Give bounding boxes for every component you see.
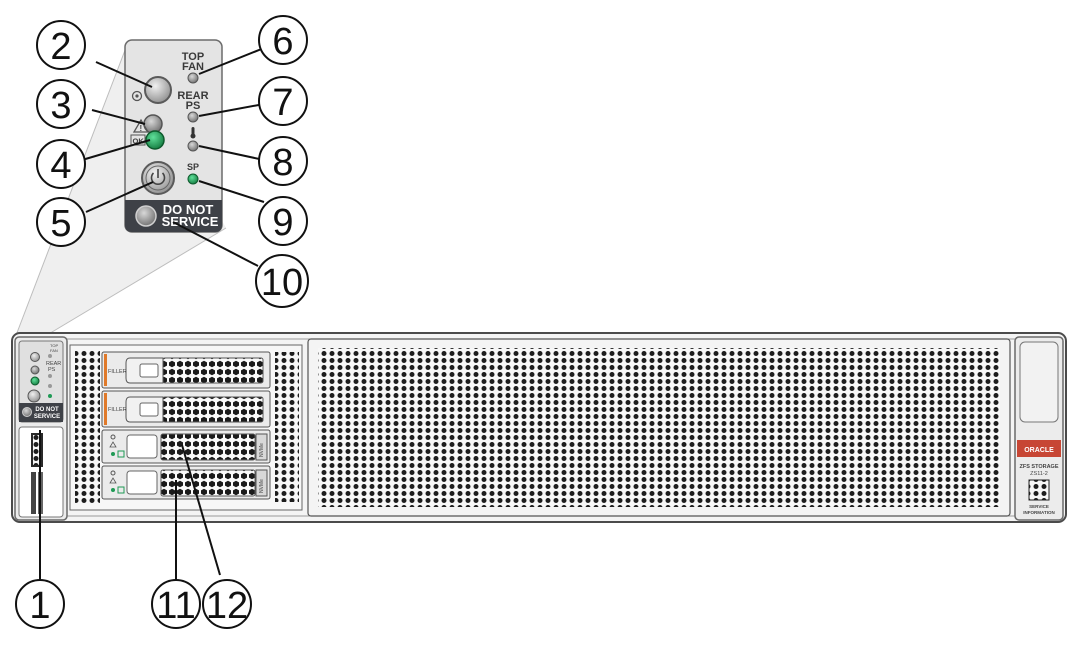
qr-code [1028,479,1050,501]
zoomed-status-panel: ! OK TOP FAN REAR PS SP DO NOT SERVICE [124,39,223,233]
rear-ps-led [187,111,199,123]
sp-label: SP [187,162,199,172]
callout-5: 5 [36,197,86,247]
svg-text:ORACLE: ORACLE [1024,447,1054,454]
callout-12: 12 [202,579,252,629]
svg-text:REAR: REAR [46,361,61,367]
svg-text:FAN: FAN [50,348,58,353]
svg-text:7: 7 [272,82,293,124]
svg-text:6: 6 [272,21,293,63]
svg-text:FILLER: FILLER [108,407,127,413]
svg-text:9: 9 [272,202,293,244]
temperature-led [187,140,199,152]
callout-1: 1 [15,579,65,629]
svg-text:SERVICE: SERVICE [1029,504,1049,509]
callout-6: 6 [258,15,308,65]
drive-bay-vent [275,352,299,502]
ok-led [145,130,165,150]
svg-text:FAN: FAN [182,61,204,73]
ok-label: OK [133,137,145,146]
do-not-service-led [135,205,157,227]
callout-3: 3 [36,79,86,129]
svg-text:INFORMATION: INFORMATION [1023,510,1054,515]
rear-ps-label: REAR [177,90,208,102]
svg-text:PS: PS [186,100,201,112]
oracle-logo [1017,440,1061,457]
svg-text:11: 11 [156,585,195,627]
svg-text:12: 12 [206,585,248,627]
callout-11: 11 [151,579,201,629]
callout-9: 9 [258,196,308,246]
warning-icon [132,118,150,133]
svg-text:3: 3 [50,85,71,127]
svg-text:PS: PS [48,367,56,373]
svg-text:4: 4 [50,145,71,187]
svg-text:SERVICE: SERVICE [162,214,219,229]
svg-text:1: 1 [29,585,50,627]
power-icon [150,172,166,185]
svg-text:10: 10 [261,262,303,304]
sp-led [187,173,199,185]
svg-text:DO NOT: DO NOT [35,407,59,413]
svg-text:8: 8 [272,142,293,184]
callout-10: 10 [255,254,309,308]
thermometer-icon [190,127,196,139]
svg-text:5: 5 [50,203,71,245]
callout-7: 7 [258,76,308,126]
svg-text:ZFS STORAGE: ZFS STORAGE [1019,464,1058,470]
callout-8: 8 [258,136,308,186]
zoom-projection [15,45,226,338]
svg-text:2: 2 [50,26,71,68]
svg-text:NVMe: NVMe [259,443,265,457]
locate-button [144,76,172,104]
chassis: TOP FAN REAR PS DO NOT SERVICE FILLER F [11,332,1067,523]
svg-text:ZS11-2: ZS11-2 [1030,471,1048,477]
do-not-service-label: DO NOT [163,202,214,217]
svg-text:NVMe: NVMe [259,479,265,493]
leader-lines [39,47,265,585]
svg-text:TOP: TOP [50,343,58,348]
locate-icon [131,90,143,102]
svg-text:SERVICE: SERVICE [34,414,60,420]
callout-2: 2 [36,20,86,70]
callout-4: 4 [36,139,86,189]
svg-text:!: ! [140,124,143,133]
top-fan-label: TOP [182,51,204,63]
svg-text:FILLER: FILLER [108,369,127,375]
top-fan-led [187,72,199,84]
